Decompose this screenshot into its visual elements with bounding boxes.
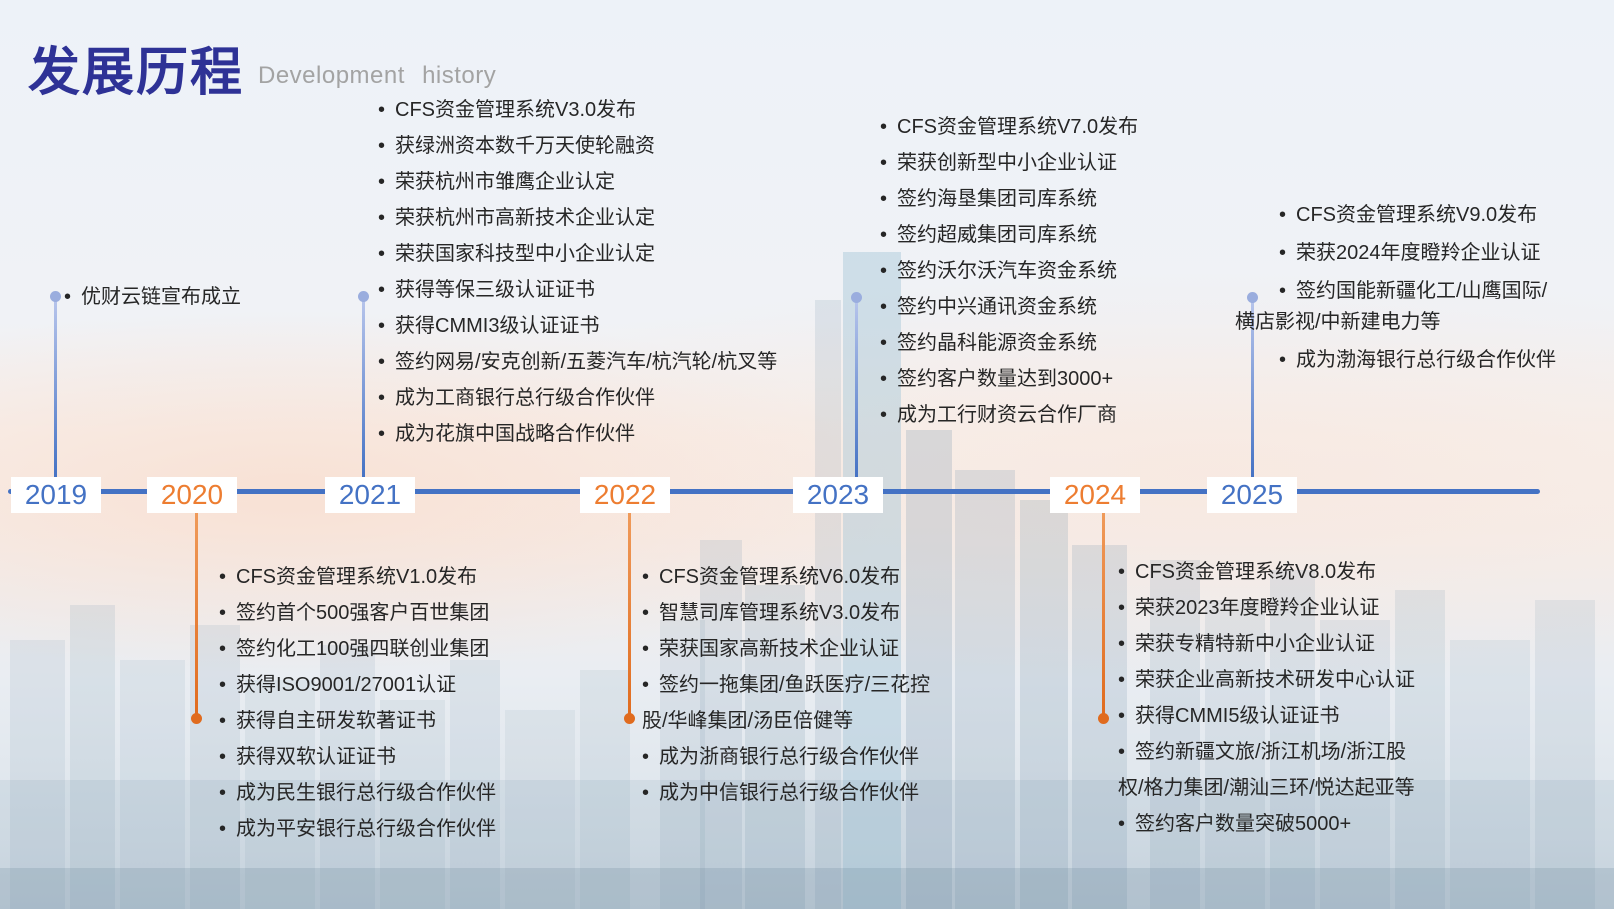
page-subtitle: Development history [258,62,497,89]
milestone-item: CFS资金管理系统V6.0发布 [642,559,1002,595]
milestone-list-2019: 优财云链宣布成立 [64,279,344,315]
timeline-dot-2022 [624,713,635,724]
year-label: 2019 [24,479,88,510]
milestone-list-2020: CFS资金管理系统V1.0发布 签约首个500强客户百世集团 签约化工100强四… [219,559,559,847]
milestone-item: 成为渤海银行总行级合作伙伴 [1235,345,1590,383]
timeline-dot-2023 [851,292,862,303]
milestone-item: 签约新疆文旅/浙江机场/浙江股 权/格力集团/潮汕三环/悦达起亚等 [1118,734,1488,806]
milestone-list-2024: CFS资金管理系统V8.0发布 荣获2023年度瞪羚企业认证 荣获专精特新中小企… [1118,554,1488,842]
milestone-item: CFS资金管理系统V9.0发布 [1235,200,1590,238]
milestone-item: 获得ISO9001/27001认证 [219,667,559,703]
milestone-item: 签约客户数量达到3000+ [880,361,1210,397]
year-marker-2019: 2019 [11,477,101,513]
milestone-item: 荣获国家科技型中小企业认定 [378,236,858,272]
milestone-item: 成为民生银行总行级合作伙伴 [219,775,559,811]
milestone-item: 荣获2024年度瞪羚企业认证 [1235,238,1590,276]
milestone-item: 荣获创新型中小企业认证 [880,145,1210,181]
milestone-item: 获得CMMI5级认证证书 [1118,698,1488,734]
timeline-dot-2021 [358,291,369,302]
milestone-item: 荣获国家高新技术企业认证 [642,631,1002,667]
milestone-item: 智慧司库管理系统V3.0发布 [642,595,1002,631]
milestone-item: CFS资金管理系统V7.0发布 [880,109,1210,145]
milestone-item: 成为平安银行总行级合作伙伴 [219,811,559,847]
milestone-item: 签约国能新疆化工/山鹰国际/ 横店影视/中新建电力等 [1235,276,1590,345]
milestone-item: 成为工商银行总行级合作伙伴 [378,380,858,416]
milestone-item: CFS资金管理系统V1.0发布 [219,559,559,595]
page-title: 发展历程 [28,44,245,102]
milestone-item: CFS资金管理系统V8.0发布 [1118,554,1488,590]
milestone-item: 成为工行财资云合作厂商 [880,397,1210,433]
timeline-connector-2025 [1251,297,1254,478]
timeline-connector-2021 [362,296,365,478]
year-label: 2021 [338,479,402,510]
milestone-item: 获绿洲资本数千万天使轮融资 [378,128,858,164]
year-label: 2025 [1220,479,1284,510]
timeline-dot-2024 [1098,713,1109,724]
milestone-item: 成为中信银行总行级合作伙伴 [642,775,1002,811]
milestone-item: 荣获2023年度瞪羚企业认证 [1118,590,1488,626]
milestone-item: 签约超威集团司库系统 [880,217,1210,253]
timeline-connector-2022 [628,505,631,718]
timeline-connector-2020 [195,505,198,718]
milestone-item: 获得CMMI3级认证证书 [378,308,858,344]
year-marker-2022: 2022 [580,477,670,513]
milestone-list-2023: CFS资金管理系统V7.0发布 荣获创新型中小企业认证 签约海垦集团司库系统 签… [880,109,1210,433]
milestone-item: CFS资金管理系统V3.0发布 [378,92,858,128]
milestone-item: 签约客户数量突破5000+ [1118,806,1488,842]
milestone-item: 签约沃尔沃汽车资金系统 [880,253,1210,289]
year-marker-2023: 2023 [793,477,883,513]
timeline-connector-2019 [54,296,57,478]
timeline-dot-2019 [50,291,61,302]
timeline-dot-2020 [191,713,202,724]
milestone-item: 荣获杭州市雏鹰企业认定 [378,164,858,200]
milestone-item: 签约首个500强客户百世集团 [219,595,559,631]
milestone-item: 荣获杭州市高新技术企业认定 [378,200,858,236]
milestone-item: 签约化工100强四联创业集团 [219,631,559,667]
milestone-item: 签约晶科能源资金系统 [880,325,1210,361]
timeline-axis [8,489,1540,494]
milestone-item: 荣获企业高新技术研发中心认证 [1118,662,1488,698]
timeline-connector-2023 [855,297,858,478]
milestone-item: 获得等保三级认证证书 [378,272,858,308]
year-label: 2022 [593,479,657,510]
year-label: 2020 [160,479,224,510]
milestone-item: 签约海垦集团司库系统 [880,181,1210,217]
milestone-list-2025: CFS资金管理系统V9.0发布 荣获2024年度瞪羚企业认证 签约国能新疆化工/… [1235,200,1590,383]
milestone-item: 签约中兴通讯资金系统 [880,289,1210,325]
year-label: 2024 [1063,479,1127,510]
year-marker-2025: 2025 [1207,477,1297,513]
milestone-list-2021: CFS资金管理系统V3.0发布 获绿洲资本数千万天使轮融资 荣获杭州市雏鹰企业认… [378,92,858,452]
milestone-item: 签约一拖集团/鱼跃医疗/三花控 股/华峰集团/汤臣倍健等 [642,667,1002,739]
year-marker-2021: 2021 [325,477,415,513]
milestone-item: 成为花旗中国战略合作伙伴 [378,416,858,452]
milestone-item: 获得双软认证证书 [219,739,559,775]
milestone-list-2022: CFS资金管理系统V6.0发布 智慧司库管理系统V3.0发布 荣获国家高新技术企… [642,559,1002,811]
milestone-item: 获得自主研发软著证书 [219,703,559,739]
year-marker-2020: 2020 [147,477,237,513]
year-marker-2024: 2024 [1050,477,1140,513]
milestone-item: 成为浙商银行总行级合作伙伴 [642,739,1002,775]
timeline-connector-2024 [1102,505,1105,718]
milestone-item: 签约网易/安克创新/五菱汽车/杭汽轮/杭叉等 [378,344,858,380]
milestone-item: 荣获专精特新中小企业认证 [1118,626,1488,662]
milestone-item: 优财云链宣布成立 [64,279,344,315]
year-label: 2023 [806,479,870,510]
